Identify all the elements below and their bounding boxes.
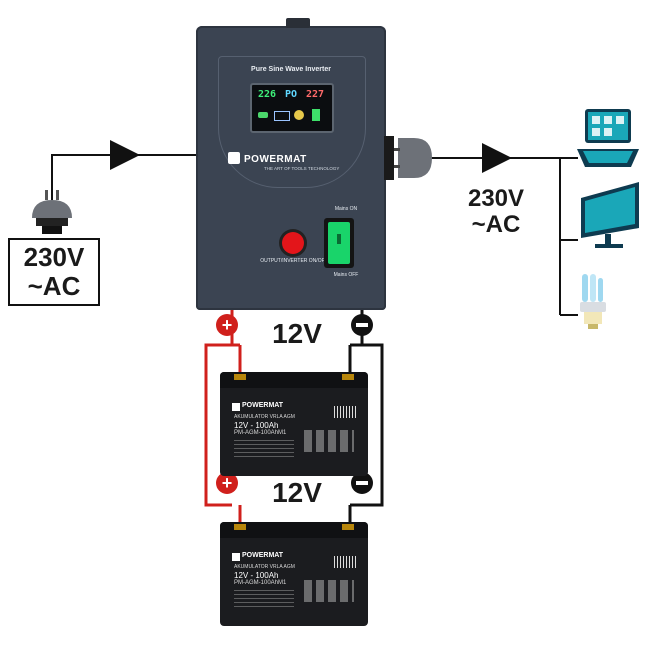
battery-terminal-negative — [342, 524, 354, 530]
lcd-input-voltage: 226 — [258, 89, 277, 100]
power-button[interactable] — [282, 232, 304, 254]
inverter-brand: POWERMAT — [244, 154, 307, 165]
output-current-type-label: ~AC — [471, 211, 521, 238]
output-voltage-label: 230V — [467, 185, 525, 212]
brand-logo-icon — [228, 152, 240, 164]
inverter-unit: Pure Sine Wave Inverter 226 PO 227 POWER… — [196, 18, 386, 310]
input-arrow-icon — [110, 140, 140, 170]
output-socket-icon — [384, 136, 432, 180]
mains-on-label: Mains ON — [334, 206, 358, 212]
input-voltage-box: 230V ~AC — [8, 238, 100, 306]
battery-model: PM-AGM-100AhM1 — [234, 430, 287, 436]
battery-1: POWERMAT AKUMULATOR VRLA AGM 12V - 100Ah… — [220, 372, 368, 476]
battery-logo-icon — [232, 403, 240, 411]
battery2-voltage-label: 12V — [272, 477, 322, 508]
lcd-mode: PO — [285, 89, 298, 100]
mains-switch-rocker — [328, 222, 350, 264]
battery-brand: POWERMAT — [242, 402, 284, 409]
power-button-label: OUTPUT/INVERTER ON/OFF — [260, 258, 328, 264]
input-current-type-label: ~AC — [27, 271, 81, 301]
lcd-status-icons — [258, 109, 326, 123]
battery-barcode — [334, 406, 356, 418]
battery-terminal-positive — [234, 374, 246, 380]
battery-spec-text — [234, 590, 294, 610]
battery1-voltage-label: 12V — [272, 318, 322, 349]
output-voltage-group: 230V ~AC — [454, 186, 538, 238]
battery-barcode — [334, 556, 356, 568]
battery-warning-icons — [304, 580, 354, 602]
inverter-tagline: THE ART OF TOOLS TECHNOLOGY — [264, 166, 340, 171]
input-voltage-label: 230V — [23, 242, 85, 272]
laptop-icon — [577, 109, 639, 167]
battery-2: POWERMAT AKUMULATOR VRLA AGM 12V - 100Ah… — [220, 522, 368, 626]
battery-capacity: 12V - 100Ah — [234, 571, 279, 580]
monitor-icon — [581, 182, 639, 248]
mains-switch[interactable] — [324, 218, 354, 268]
battery-brand: POWERMAT — [242, 552, 284, 559]
inverter-front-panel — [218, 56, 366, 188]
output-arrow-icon — [482, 143, 512, 173]
battery-terminal-positive — [234, 524, 246, 530]
inverter-top-handle — [286, 18, 310, 28]
positive-terminal-icon: + — [216, 314, 238, 336]
input-plug-icon — [32, 190, 72, 234]
positive-terminal-icon: + — [216, 472, 238, 494]
inverter-title: Pure Sine Wave Inverter — [251, 66, 331, 73]
battery-model: PM-AGM-100AhM1 — [234, 580, 287, 586]
battery-type: AKUMULATOR VRLA AGM — [234, 414, 295, 420]
battery-type: AKUMULATOR VRLA AGM — [234, 564, 295, 570]
battery-spec-text — [234, 440, 294, 460]
battery-logo-icon — [232, 553, 240, 561]
battery-capacity: 12V - 100Ah — [234, 421, 279, 430]
battery-warning-icons — [304, 430, 354, 452]
mains-off-label: Mains OFF — [333, 272, 359, 278]
input-ac-wire — [51, 154, 196, 200]
negative-terminal-icon — [351, 314, 373, 336]
negative-terminal-icon — [351, 472, 373, 494]
bulb-icon — [580, 274, 606, 329]
lcd-output-voltage: 227 — [306, 89, 325, 100]
inverter-lcd: 226 PO 227 — [250, 83, 334, 133]
battery-terminal-negative — [342, 374, 354, 380]
